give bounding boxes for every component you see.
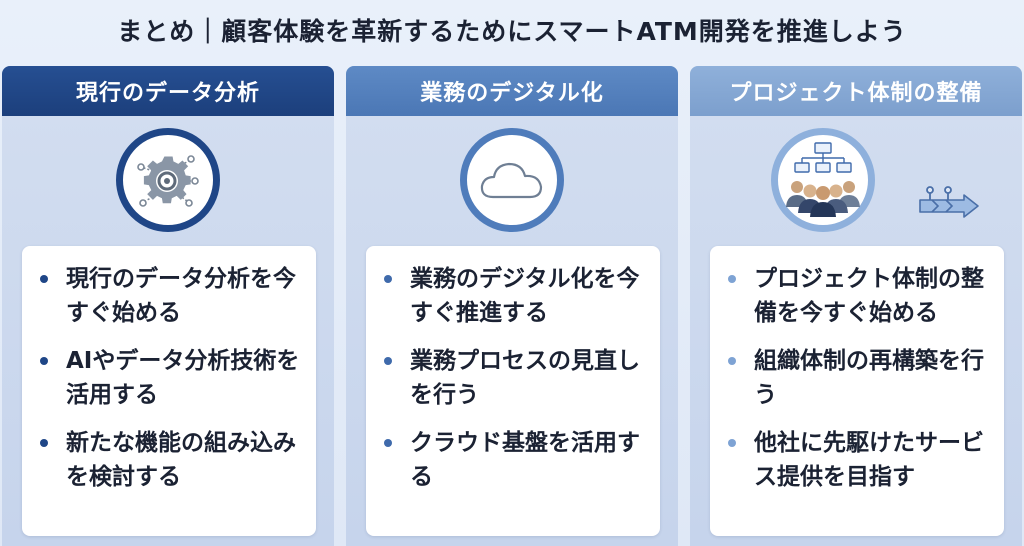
bullet-card: プロジェクト体制の整備を今すぐ始める 組織体制の再構築を行う 他社に先駆けたサー…: [710, 246, 1004, 536]
bullet-dot: [728, 357, 736, 365]
bullet-dot: [40, 357, 48, 365]
column-heading: 業務のデジタル化: [346, 66, 678, 116]
arrow-progress-icon: [918, 186, 984, 224]
cloud-icon: [460, 128, 564, 232]
list-item: 組織体制の再構築を行う: [728, 344, 998, 412]
list-item: クラウド基盤を活用する: [384, 426, 654, 494]
column-project-structure: プロジェクト体制の整備: [690, 66, 1022, 546]
column-heading: 現行のデータ分析: [2, 66, 334, 116]
list-item: 現行のデータ分析を今すぐ始める: [40, 262, 310, 330]
list-item: プロジェクト体制の整備を今すぐ始める: [728, 262, 998, 330]
bullet-dot: [40, 439, 48, 447]
list-item: 業務プロセスの見直しを行う: [384, 344, 654, 412]
list-item: 他社に先駆けたサービス提供を目指す: [728, 426, 998, 494]
bullet-dot: [384, 357, 392, 365]
bullet-dot: [40, 275, 48, 283]
bullet-dot: [384, 275, 392, 283]
column-heading: プロジェクト体制の整備: [690, 66, 1022, 116]
list-item: 新たな機能の組み込みを検討する: [40, 426, 310, 494]
org-team-icon: [770, 128, 875, 232]
bullet-dot: [384, 439, 392, 447]
bullet-dot: [728, 439, 736, 447]
list-item: 業務のデジタル化を今すぐ推進する: [384, 262, 654, 330]
page-title: まとめ｜顧客体験を革新するためにスマートATM開発を推進しよう: [117, 17, 907, 46]
bullet-card: 業務のデジタル化を今すぐ推進する 業務プロセスの見直しを行う クラウド基盤を活用…: [366, 246, 660, 536]
bullet-dot: [728, 275, 736, 283]
bullet-card: 現行のデータ分析を今すぐ始める AIやデータ分析技術を活用する 新たな機能の組み…: [22, 246, 316, 536]
column-digitalization: 業務のデジタル化 業務のデジタル化を今すぐ推進する 業務プロセスの見直しを行う …: [346, 66, 678, 546]
list-item: AIやデータ分析技術を活用する: [40, 344, 310, 412]
column-data-analysis: 現行のデータ分析 現行のデータ分析を今すぐ始める AIやデータ分析技術を活用する: [2, 66, 334, 546]
sparkle-icon: [966, 488, 1006, 532]
gear-analysis-icon: [116, 128, 220, 232]
